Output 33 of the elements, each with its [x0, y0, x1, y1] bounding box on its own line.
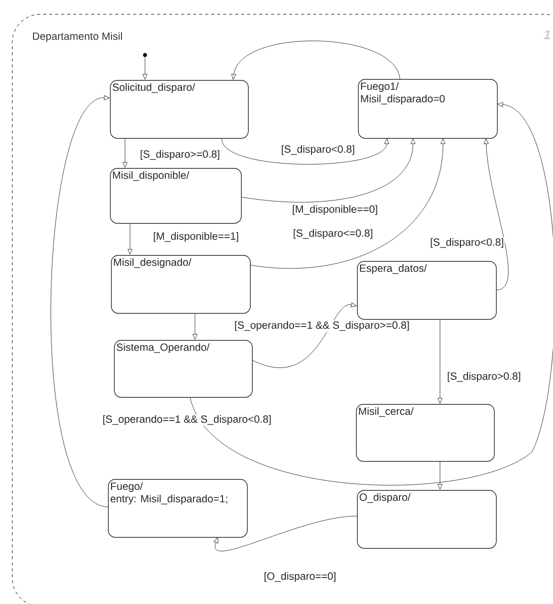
transition-arrow — [128, 222, 132, 255]
transition-label: [S_disparo<0.8] — [280, 144, 356, 156]
state-box: Misil_cerca/ — [356, 404, 495, 462]
transition-arrow — [214, 516, 358, 552]
transition-arrow — [250, 138, 446, 268]
transition-label: [M_disponible==1] — [152, 231, 240, 243]
state-box: Sistema_Operando/ — [114, 340, 253, 398]
transition-label: [S_operando==1 && S_disparo>=0.8] — [234, 320, 410, 332]
state-box: Misil_designado/ — [111, 255, 251, 314]
transition-arrow — [438, 318, 442, 404]
transition-arrow — [438, 460, 442, 490]
transition-label: [S_disparo<0.8] — [429, 237, 505, 249]
transition-arrow — [231, 40, 400, 80]
transition-arrow — [252, 302, 357, 368]
transition-arrow — [122, 138, 128, 168]
transition-arrow — [240, 138, 416, 202]
transition-label: [S_disparo>0.8] — [446, 371, 522, 383]
state-box: Espera_datos/ — [357, 261, 497, 320]
state-box: Fuego/ entry: Misil_disparado=1; — [108, 479, 248, 538]
transition-label: [S_disparo<=0.8] — [292, 228, 374, 240]
state-box: Solicitud_disparo/ — [110, 80, 249, 139]
transition-label: [M_disponible==0] — [291, 204, 379, 216]
transition-arrow — [484, 138, 508, 290]
state-box: Fuego1/ Misil_disparado=0 — [358, 79, 498, 139]
transition-label: [S_operando==1 && S_disparo<0.8] — [102, 414, 272, 426]
transition-arrow — [222, 138, 390, 164]
transition-label: [S_disparo>=0.8] — [139, 149, 221, 161]
transition-arrow — [192, 312, 198, 340]
transition-label: [O_disparo==0] — [263, 571, 337, 583]
transition-arrow — [142, 56, 148, 80]
transition-arrow — [190, 102, 553, 486]
state-box: O_disparo/ — [357, 490, 497, 549]
state-box: Misil_disponible/ — [110, 168, 242, 224]
